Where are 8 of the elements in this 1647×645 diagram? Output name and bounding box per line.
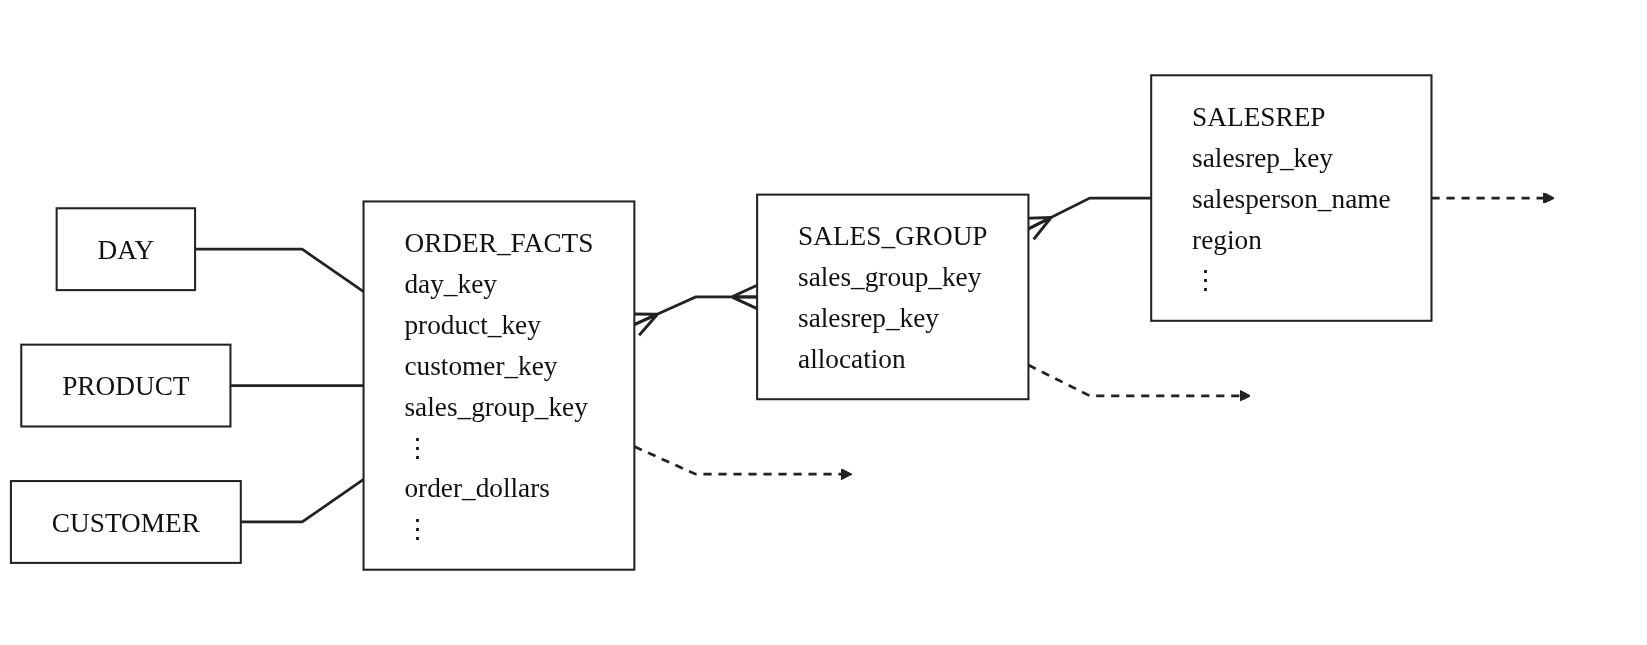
connector-line [230, 384, 364, 387]
dashed-arrow [1431, 192, 1555, 205]
entity-table: ORDER_FACTS day_key product_key customer_key sales_group_key ⋮ order_dollars ⋮ [362, 200, 636, 571]
entity-table: CUSTOMER [9, 480, 242, 564]
entity-table: SALES_GROUP sales_group_key salesrep_key allocation [756, 193, 1030, 401]
entity-table: PRODUCT [20, 343, 232, 428]
entity-table: DAY [55, 207, 197, 292]
entity-table: SALESREP salesrep_key salesperson_name region ⋮ [1150, 74, 1433, 322]
